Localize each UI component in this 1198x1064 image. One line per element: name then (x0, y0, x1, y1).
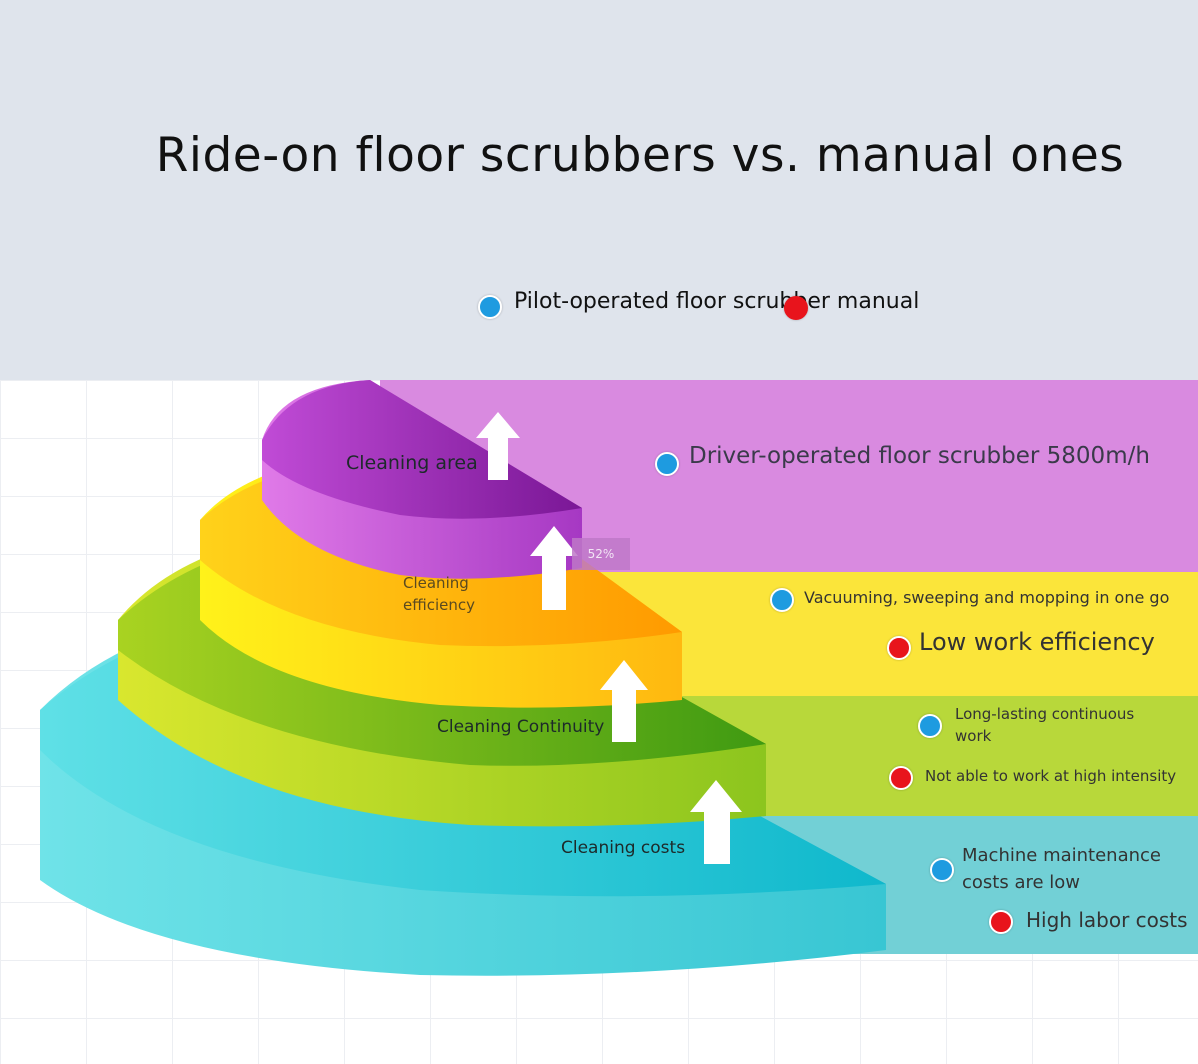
percent-badge: 52% (572, 538, 630, 570)
manual-dot-icon (989, 910, 1013, 934)
pilot-dot-icon (655, 452, 679, 476)
pilot-dot-icon (770, 588, 794, 612)
pilot-text-cleaning-efficiency: Vacuuming, sweeping and mopping in one g… (804, 588, 1170, 607)
pilot-dot-icon (930, 858, 954, 882)
up-arrow-icon (690, 780, 742, 864)
tier-label-cleaning-efficiency-line1: Cleaning (403, 574, 469, 592)
up-arrow-icon (600, 660, 648, 742)
header-panel (0, 0, 1198, 380)
pilot-text-cleaning-continuity-line1: Long-lasting continuous (955, 705, 1135, 723)
pilot-text-cleaning-costs-line1: Machine maintenance (962, 845, 1161, 866)
tier-label-cleaning-costs: Cleaning costs (561, 838, 686, 858)
manual-dot-icon (889, 766, 913, 790)
manual-text-cleaning-continuity: Not able to work at high intensity (925, 767, 1177, 785)
band-cleaning-continuity (680, 696, 1198, 816)
band-cleaning-efficiency (600, 572, 1198, 696)
pilot-text-cleaning-area: Driver-operated floor scrubber 5800m/h (689, 443, 1150, 469)
manual-text-cleaning-efficiency: Low work efficiency (919, 628, 1155, 656)
legend-pilot-dot-icon (478, 295, 502, 319)
up-arrow-icon (476, 412, 520, 480)
page-title: Ride-on floor scrubbers vs. manual ones (155, 128, 1125, 183)
manual-text-cleaning-costs: High labor costs (1026, 908, 1188, 932)
pilot-text-cleaning-costs-line2: costs are low (962, 872, 1081, 893)
tier-label-cleaning-continuity: Cleaning Continuity (437, 717, 605, 737)
manual-dot-icon (887, 636, 911, 660)
pilot-dot-icon (918, 714, 942, 738)
pilot-text-cleaning-continuity-line2: work (955, 727, 992, 745)
tier-cleaning-area-shape (262, 380, 582, 579)
tier-label-cleaning-area: Cleaning area (346, 452, 478, 474)
up-arrow-icon (530, 526, 578, 610)
legend-label: Pilot-operated floor scrubber manual (514, 289, 920, 314)
tier-label-cleaning-efficiency-line2: efficiency (403, 596, 476, 614)
legend-manual-dot-icon (784, 296, 808, 320)
